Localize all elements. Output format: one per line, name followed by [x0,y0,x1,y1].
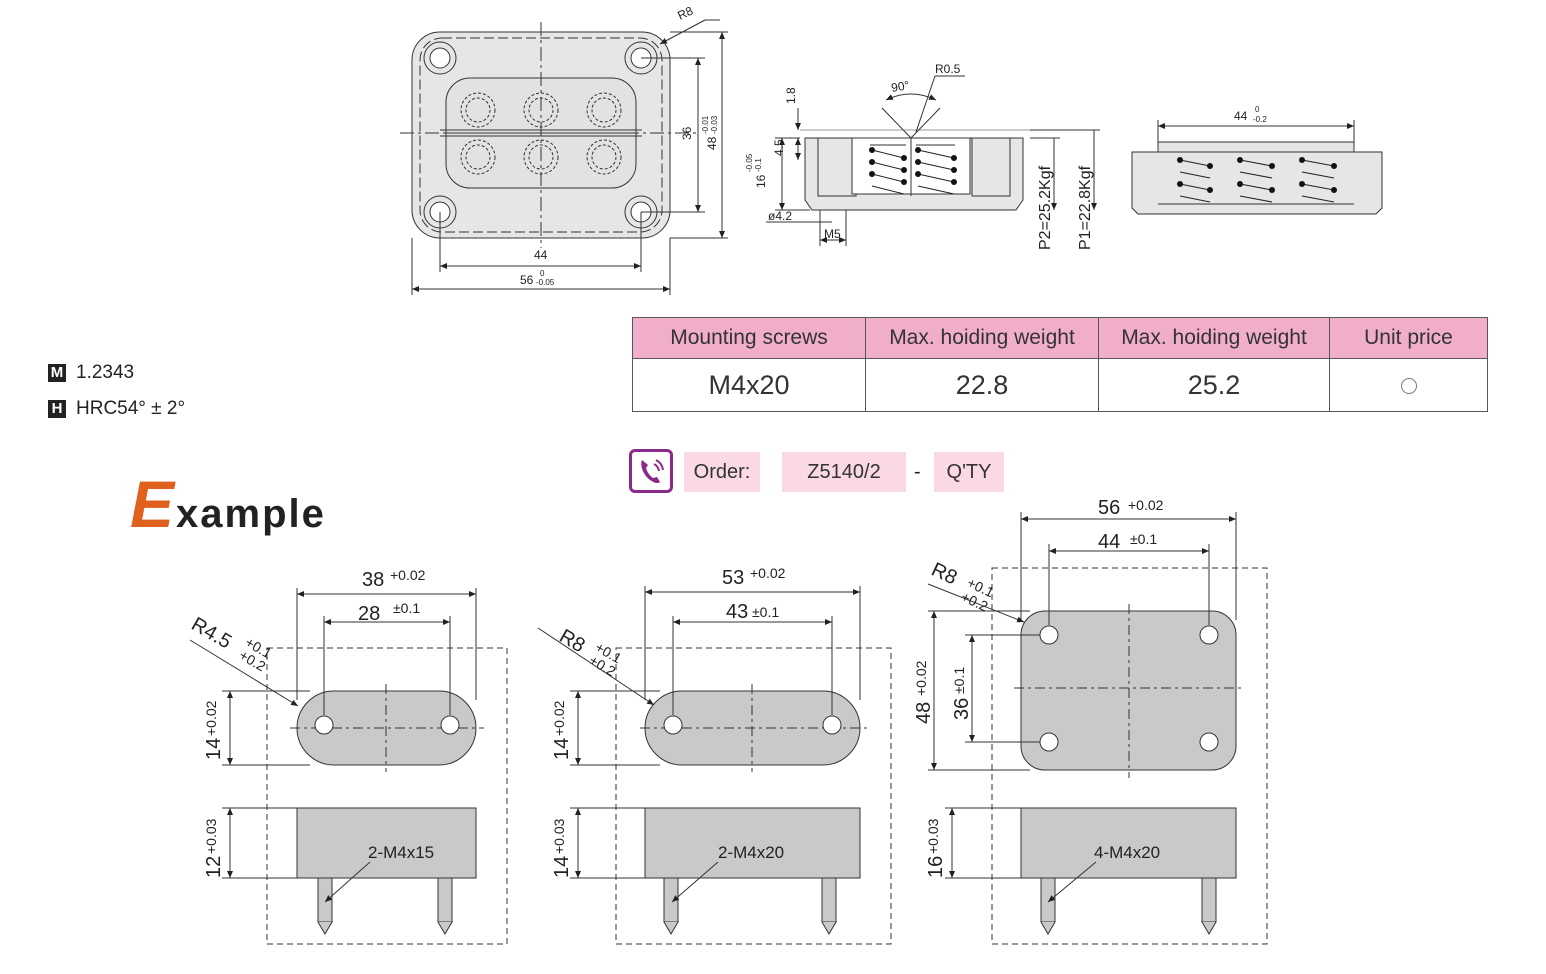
svg-text:+0.02: +0.02 [203,700,219,736]
dim-44: 44 [534,248,548,262]
svg-text:+0.03: +0.03 [551,818,567,854]
cell-max-weight-1: 22.8 [865,358,1099,412]
example-3-drawing [927,512,1268,945]
dim-4-5: 4.5 [772,139,786,156]
ex3-inner-h: 36 [951,698,973,720]
svg-text:+0.02: +0.02 [551,700,567,736]
example-heading-initial: E [130,467,177,541]
order-code-wrap: Z5140/2 [782,452,906,492]
header-mounting-screws: Mounting screws [632,317,866,359]
svg-text:±0.1: ±0.1 [1130,531,1157,547]
front-view [1131,120,1383,215]
ex3-height: 48 [913,702,935,724]
force-p1: P1=22.8Kgf [1077,165,1094,250]
material-value: 1.2343 [76,362,135,383]
force-p2: P2=25.2Kgf [1037,165,1054,250]
svg-text:+0.02: +0.02 [913,660,929,696]
phone-icon[interactable] [629,449,673,493]
ex2-height: 14 [551,738,573,760]
dim-16: 16 [754,174,768,188]
dim-phi4-2: ø4.2 [768,209,792,223]
svg-text:+0.03: +0.03 [203,818,219,854]
cell-max-weight-2: 25.2 [1098,358,1330,412]
side-section-view [766,75,1100,246]
svg-text:+0.03: +0.03 [925,818,941,854]
svg-text:-0.05: -0.05 [745,153,754,172]
svg-text:-0.2: -0.2 [1253,115,1267,124]
top-view [400,19,728,295]
ex3-outer-w: 56 [1098,497,1120,519]
svg-text:±0.1: ±0.1 [752,604,779,620]
price-circle-icon [1400,377,1417,394]
ex2-depth: 14 [551,856,573,878]
ex3-inner-w: 44 [1098,531,1120,553]
hardness-spec: H HRC54° ± 2° [48,398,185,420]
header-max-weight-1: Max. hoiding weight [865,317,1099,359]
svg-text:-0.01: -0.01 [701,115,710,134]
example-1-drawing [189,588,508,945]
order-qty[interactable]: Q'TY [934,452,1004,492]
ex1-outer-w: 38 [362,569,384,591]
cell-mounting-screws: M4x20 [632,358,866,412]
svg-text:-0.1: -0.1 [754,158,763,172]
dim-1-8: 1.8 [784,87,798,104]
order-separator: - [914,460,921,483]
spec-table-row: M4x20 22.8 25.2 [632,358,1488,412]
cell-unit-price [1329,358,1488,412]
dim-48: 48 [705,136,719,150]
dim-90: 90° [890,78,911,95]
order-row: Order: [684,452,760,492]
material-icon: M [48,364,66,382]
order-qty-wrap: Q'TY [934,452,1004,492]
ex2-screws: 2-M4x20 [718,843,784,862]
svg-text:±0.1: ±0.1 [393,600,420,616]
hardness-icon: H [48,400,66,418]
dim-front-44: 44 [1234,109,1248,123]
ex3-screws: 4-M4x20 [1094,843,1160,862]
material-spec: M 1.2343 [48,362,134,384]
dim-36: 36 [680,126,694,140]
ex1-radius: R4.5 [188,613,236,653]
svg-text:-0.05: -0.05 [536,278,555,287]
ex3-depth: 16 [925,856,947,878]
ex2-outer-w: 53 [722,567,744,589]
svg-text:0: 0 [1255,105,1260,114]
example-2-drawing [537,586,892,945]
svg-text:+0.02: +0.02 [750,565,786,581]
example-heading: Example [130,466,326,542]
ex1-height: 14 [203,738,225,760]
ex2-inner-w: 43 [726,601,748,623]
ex1-depth: 12 [203,856,225,878]
spec-table: Mounting screws Max. hoiding weight Max.… [632,317,1488,412]
svg-text:+0.02: +0.02 [1128,497,1164,513]
ex1-inner-w: 28 [358,603,380,625]
svg-text:+0.02: +0.02 [390,567,426,583]
order-code[interactable]: Z5140/2 [782,452,906,492]
svg-text:0: 0 [540,269,545,278]
spec-table-header: Mounting screws Max. hoiding weight Max.… [632,317,1488,359]
header-unit-price: Unit price [1329,317,1488,359]
example-heading-rest: xample [176,492,326,536]
dim-m5: M5 [824,227,841,241]
header-max-weight-2: Max. hoiding weight [1098,317,1330,359]
ex3-radius: R8 [928,559,960,590]
svg-text:±0.1: ±0.1 [951,667,967,694]
order-label: Order: [684,452,760,492]
ex2-radius: R8 [556,625,589,657]
dim-r0-5: R0.5 [935,62,961,76]
svg-text:-0.03: -0.03 [710,115,719,134]
hardness-value: HRC54° ± 2° [76,398,186,419]
ex1-screws: 2-M4x15 [368,843,434,862]
dim-r8: R8 [675,3,695,22]
dim-56: 56 [520,273,534,287]
